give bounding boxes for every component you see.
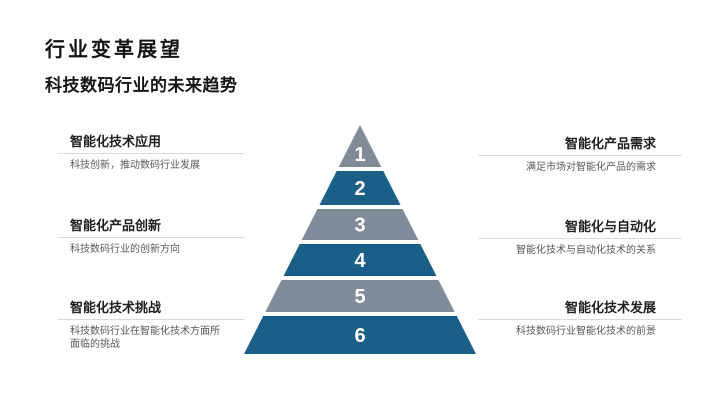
label-left-1: 智能化技术应用 科技创新，推动数码行业发展 <box>58 134 244 172</box>
label-divider <box>58 153 244 154</box>
label-desc: 智能化技术与自动化技术的关系 <box>516 245 656 256</box>
label-desc: 科技数码行业智能化技术的前景 <box>516 326 656 337</box>
pyramid-level-number: 4 <box>354 250 366 272</box>
pyramid-level-5 <box>265 280 455 312</box>
label-title: 智能化技术应用 <box>70 134 162 149</box>
label-desc: 科技创新，推动数码行业发展 <box>70 160 200 171</box>
label-divider <box>58 237 244 238</box>
label-divider <box>478 155 682 156</box>
label-left-3: 智能化技术挑战 科技数码行业在智能化技术方面所面临的挑战 <box>58 300 244 351</box>
label-right-2: 智能化与自动化 智能化技术与自动化技术的关系 <box>478 219 682 257</box>
pyramid-level-number: 1 <box>354 144 365 166</box>
label-left-2: 智能化产品创新 科技数码行业的创新方向 <box>58 218 244 256</box>
label-title: 智能化产品创新 <box>70 218 162 233</box>
label-title: 智能化产品需求 <box>564 136 656 151</box>
label-right-3: 智能化技术发展 科技数码行业智能化技术的前景 <box>478 300 682 338</box>
label-right-1: 智能化产品需求 满足市场对智能化产品的需求 <box>478 136 682 174</box>
label-divider <box>478 319 682 320</box>
label-desc: 科技数码行业在智能化技术方面所面临的挑战 <box>70 326 220 350</box>
label-title: 智能化技术挑战 <box>70 300 162 315</box>
label-desc: 科技数码行业的创新方向 <box>70 244 180 255</box>
pyramid-level-number: 6 <box>354 325 365 347</box>
pyramid-level-number: 2 <box>354 178 365 200</box>
label-divider <box>58 319 244 320</box>
pyramid-level-4 <box>283 244 437 276</box>
label-title: 智能化技术发展 <box>564 300 656 315</box>
pyramid-level-3 <box>301 209 419 240</box>
pyramid-level-6 <box>244 316 476 354</box>
label-title: 智能化与自动化 <box>564 219 656 234</box>
pyramid-level-number: 5 <box>354 286 365 308</box>
label-desc: 满足市场对智能化产品的需求 <box>526 162 656 173</box>
pyramid-level-1 <box>338 125 382 167</box>
slide-title: 行业变革展望 <box>45 39 183 61</box>
pyramid-level-number: 3 <box>354 215 365 237</box>
label-divider <box>478 238 682 239</box>
pyramid-level-2 <box>319 171 401 205</box>
slide-subtitle: 科技数码行业的未来趋势 <box>45 76 238 95</box>
